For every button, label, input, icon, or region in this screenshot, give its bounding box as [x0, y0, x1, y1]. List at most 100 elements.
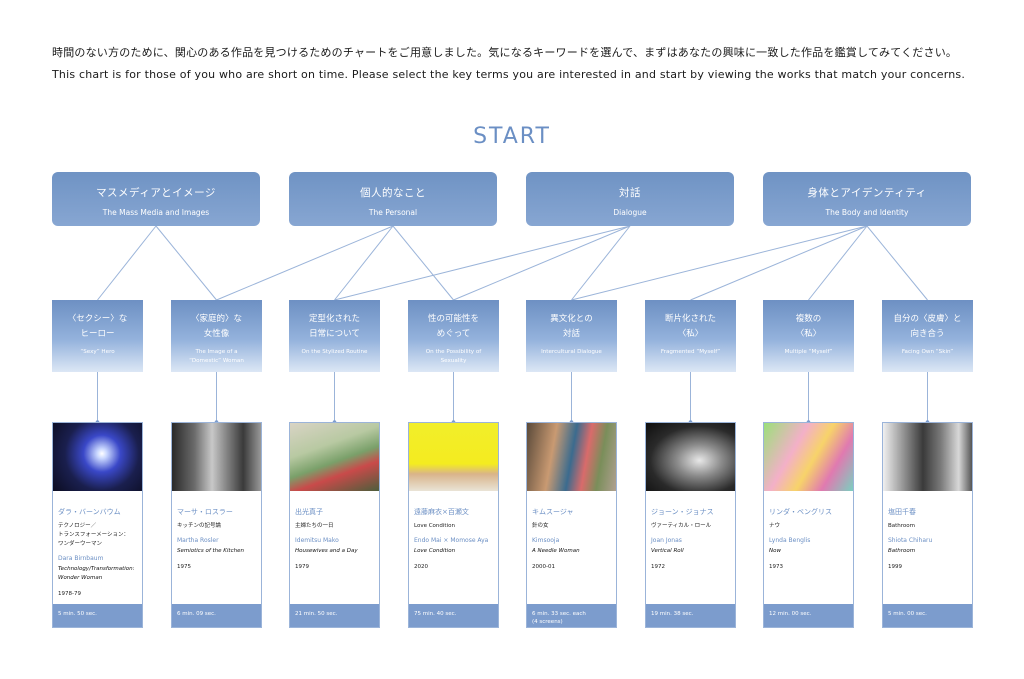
category-keyword-connector	[334, 225, 631, 301]
intro-japanese: 時間のない方のために、関心のある作品を見つけるためのチャートをご用意しました。気…	[52, 46, 958, 59]
keyword-title-en: Multiple “Myself”	[784, 349, 833, 355]
category-title-en: The Mass Media and Images	[102, 208, 210, 217]
work-card-endo-momose[interactable]: 遠藤麻衣×百瀬文 Love Condition Endo Mai × Momos…	[408, 422, 499, 628]
keyword-title-ja: 定型化された 日常について	[308, 314, 360, 339]
work-image	[883, 423, 972, 491]
category-keyword-connector	[155, 225, 217, 301]
category-title-ja: 身体とアイデンティティ	[807, 187, 927, 199]
title-ja: ヴァーティカル・ロール	[651, 523, 712, 529]
keyword-title-en: “Sexy” Hero	[80, 349, 115, 355]
work-image	[53, 423, 142, 491]
keyword-facing-own-skin[interactable]: 自分の〈皮膚〉と 向き合う Facing Own “Skin”	[882, 300, 973, 372]
work-card-benglis[interactable]: リンダ・ベングリス ナウ Lynda Benglis Now 1973 12 m…	[763, 422, 854, 628]
title-ja: Bathroom	[888, 523, 916, 529]
title-ja: ナウ	[769, 523, 781, 529]
keyword-title-ja: 複数の 〈私〉	[795, 314, 822, 339]
title-en: Housewives and a Day	[295, 548, 358, 554]
year: 1972	[651, 564, 665, 570]
work-image	[527, 423, 616, 491]
keyword-possibility-sexuality[interactable]: 性の可能性を めぐって On the Possibility of Sexual…	[408, 300, 499, 372]
category-keyword-connector	[808, 225, 868, 301]
category-title-ja: 対話	[619, 187, 641, 199]
duration: 12 min. 00 sec.	[764, 604, 853, 627]
work-card-rosler[interactable]: マーサ・ロスラー キッチンの記号論 Martha Rosler Semiotic…	[171, 422, 262, 628]
category-title-en: Dialogue	[613, 208, 647, 217]
title-en: Love Condition	[414, 548, 456, 554]
category-title-ja: マスメディアとイメージ	[96, 187, 216, 199]
keyword-multiple-myself[interactable]: 複数の 〈私〉 Multiple “Myself”	[763, 300, 854, 372]
work-image	[290, 423, 379, 491]
category-keyword-connector	[216, 225, 394, 301]
duration: 19 min. 38 sec.	[646, 604, 735, 627]
artist-ja: 出光真子	[295, 508, 323, 516]
year: 1975	[177, 564, 191, 570]
work-image	[409, 423, 498, 491]
duration: 5 min. 00 sec.	[883, 604, 972, 627]
category-keyword-connector	[334, 225, 394, 301]
year: 1973	[769, 564, 783, 570]
keyword-title-en: On the Stylized Routine	[301, 349, 368, 355]
year: 1999	[888, 564, 902, 570]
duration: 6 min. 09 sec.	[172, 604, 261, 627]
work-card-birnbaum[interactable]: ダラ・バーンバウム テクノロジー／ トランスフォーメーション： ワンダーウーマン…	[52, 422, 143, 628]
category-keyword-connector	[97, 225, 157, 301]
artist-ja: リンダ・ベングリス	[769, 508, 832, 516]
category-keyword-connector	[571, 225, 868, 301]
year: 1979	[295, 564, 309, 570]
year: 1978-79	[58, 591, 81, 597]
artist-en: Endo Mai × Momose Aya	[414, 537, 489, 544]
duration: 6 min. 33 sec. each (4 screens)	[527, 604, 616, 627]
work-card-jonas[interactable]: ジョーン・ジョナス ヴァーティカル・ロール Joan Jonas Vertica…	[645, 422, 736, 628]
artist-en: Lynda Benglis	[769, 537, 811, 544]
title-en: Technology/Transformation: Wonder Woman	[58, 566, 135, 581]
work-image	[764, 423, 853, 491]
keyword-stylized-routine[interactable]: 定型化された 日常について On the Stylized Routine	[289, 300, 380, 372]
category-mass-media[interactable]: マスメディアとイメージ The Mass Media and Images	[52, 172, 260, 226]
artist-ja: マーサ・ロスラー	[177, 508, 233, 516]
artist-ja: 塩田千春	[888, 508, 916, 516]
keyword-domestic-woman[interactable]: 〈家庭的〉な 女性像 The Image of a “Domestic” Wom…	[171, 300, 262, 372]
title-ja: キッチンの記号論	[177, 523, 222, 529]
title-ja: Love Condition	[414, 523, 455, 529]
category-keyword-connector	[571, 225, 631, 301]
artist-en: Kimsooja	[532, 537, 560, 544]
keyword-title-ja: 異文化との 対話	[550, 314, 593, 339]
keyword-title-ja: 〈家庭的〉な 女性像	[190, 314, 242, 339]
category-title-en: The Body and Identity	[825, 208, 909, 217]
category-keyword-connector	[453, 225, 631, 301]
keyword-title-ja: 自分の〈皮膚〉と 向き合う	[893, 314, 962, 339]
artist-en: Shiota Chiharu	[888, 537, 933, 544]
category-personal[interactable]: 個人的なこと The Personal	[289, 172, 497, 226]
work-image	[646, 423, 735, 491]
keyword-title-en: Fragmented “Myself”	[660, 349, 721, 355]
title-ja: テクノロジー／ トランスフォーメーション： ワンダーウーマン	[58, 523, 130, 547]
keyword-intercultural-dialogue[interactable]: 異文化との 対話 Intercultural Dialogue	[526, 300, 617, 372]
work-card-shiota[interactable]: 塩田千春 Bathroom Shiota Chiharu Bathroom 19…	[882, 422, 973, 628]
keyword-title-en: On the Possibility of Sexuality	[425, 349, 482, 364]
artist-en: Joan Jonas	[651, 537, 682, 544]
keyword-fragmented-myself[interactable]: 断片化された 〈私〉 Fragmented “Myself”	[645, 300, 736, 372]
artist-en: Dara Birnbaum	[58, 555, 104, 562]
keyword-sexy-hero[interactable]: 〈セクシー〉な ヒーロー “Sexy” Hero	[52, 300, 143, 372]
category-body-identity[interactable]: 身体とアイデンティティ The Body and Identity	[763, 172, 971, 226]
artist-en: Idemitsu Mako	[295, 537, 339, 544]
year: 2020	[414, 564, 428, 570]
year: 2000-01	[532, 564, 555, 570]
artist-ja: 遠藤麻衣×百瀬文	[414, 508, 469, 516]
work-card-kimsooja[interactable]: キムスージャ 針の女 Kimsooja A Needle Woman 2000-…	[526, 422, 617, 628]
category-keyword-connector	[690, 225, 868, 301]
title-en: A Needle Woman	[532, 548, 580, 554]
category-title-ja: 個人的なこと	[360, 187, 426, 199]
duration: 21 min. 50 sec.	[290, 604, 379, 627]
start-heading: START	[473, 124, 551, 149]
title-en: Vertical Roll	[651, 548, 684, 554]
category-dialogue[interactable]: 対話 Dialogue	[526, 172, 734, 226]
keyword-title-ja: 断片化された 〈私〉	[664, 314, 716, 339]
title-ja: 針の女	[532, 523, 549, 529]
title-en: Semiotics of the Kitchen	[177, 548, 244, 554]
work-card-idemitsu[interactable]: 出光真子 主婦たちの一日 Idemitsu Mako Housewives an…	[289, 422, 380, 628]
keyword-title-ja: 〈セクシー〉な ヒーロー	[67, 314, 128, 339]
duration: 5 min. 50 sec.	[53, 604, 142, 627]
artist-ja: ダラ・バーンバウム	[58, 508, 121, 516]
keyword-title-ja: 性の可能性を めぐって	[427, 314, 479, 339]
